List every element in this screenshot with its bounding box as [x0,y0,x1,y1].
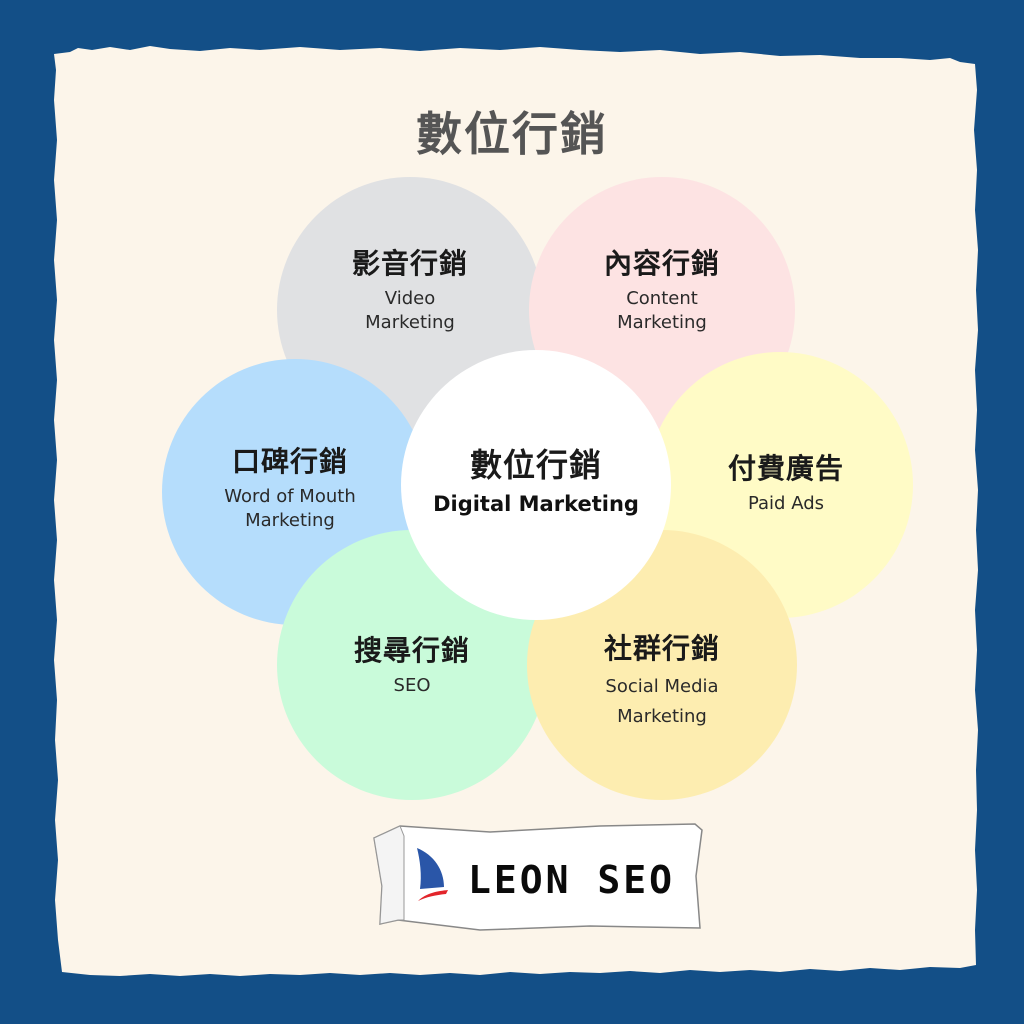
center-label-zh: 數位行銷 [469,446,602,484]
circle-label-zh: 搜尋行銷 [353,634,470,667]
circle-social-media-marketing: 社群行銷 Social Media Marketing [527,530,797,800]
circle-label-en: Word of Mouth Marketing [224,485,356,531]
logo-banner [373,823,703,931]
circle-label-en: Content Marketing [617,287,707,333]
circle-label-zh: 內容行銷 [603,247,720,280]
circle-digital-marketing-center: 數位行銷 Digital Marketing [401,350,671,620]
circle-label-zh: 影音行銷 [351,247,468,280]
circle-label-en: Video Marketing [365,287,455,333]
circle-label-zh: 付費廣告 [727,452,844,485]
page-title: 數位行銷 [416,107,608,161]
center-label-en: Digital Marketing [433,492,639,517]
circle-label-en: SEO [393,674,431,696]
circle-label-zh: 口碑行銷 [231,445,348,478]
logo-text: LEON SEO [468,858,676,902]
circle-label-en: Paid Ads [747,492,825,514]
circle-label-en: Social Media Marketing [605,675,719,727]
circle-label-zh: 社群行銷 [603,632,720,665]
sailboat-icon [417,848,448,901]
